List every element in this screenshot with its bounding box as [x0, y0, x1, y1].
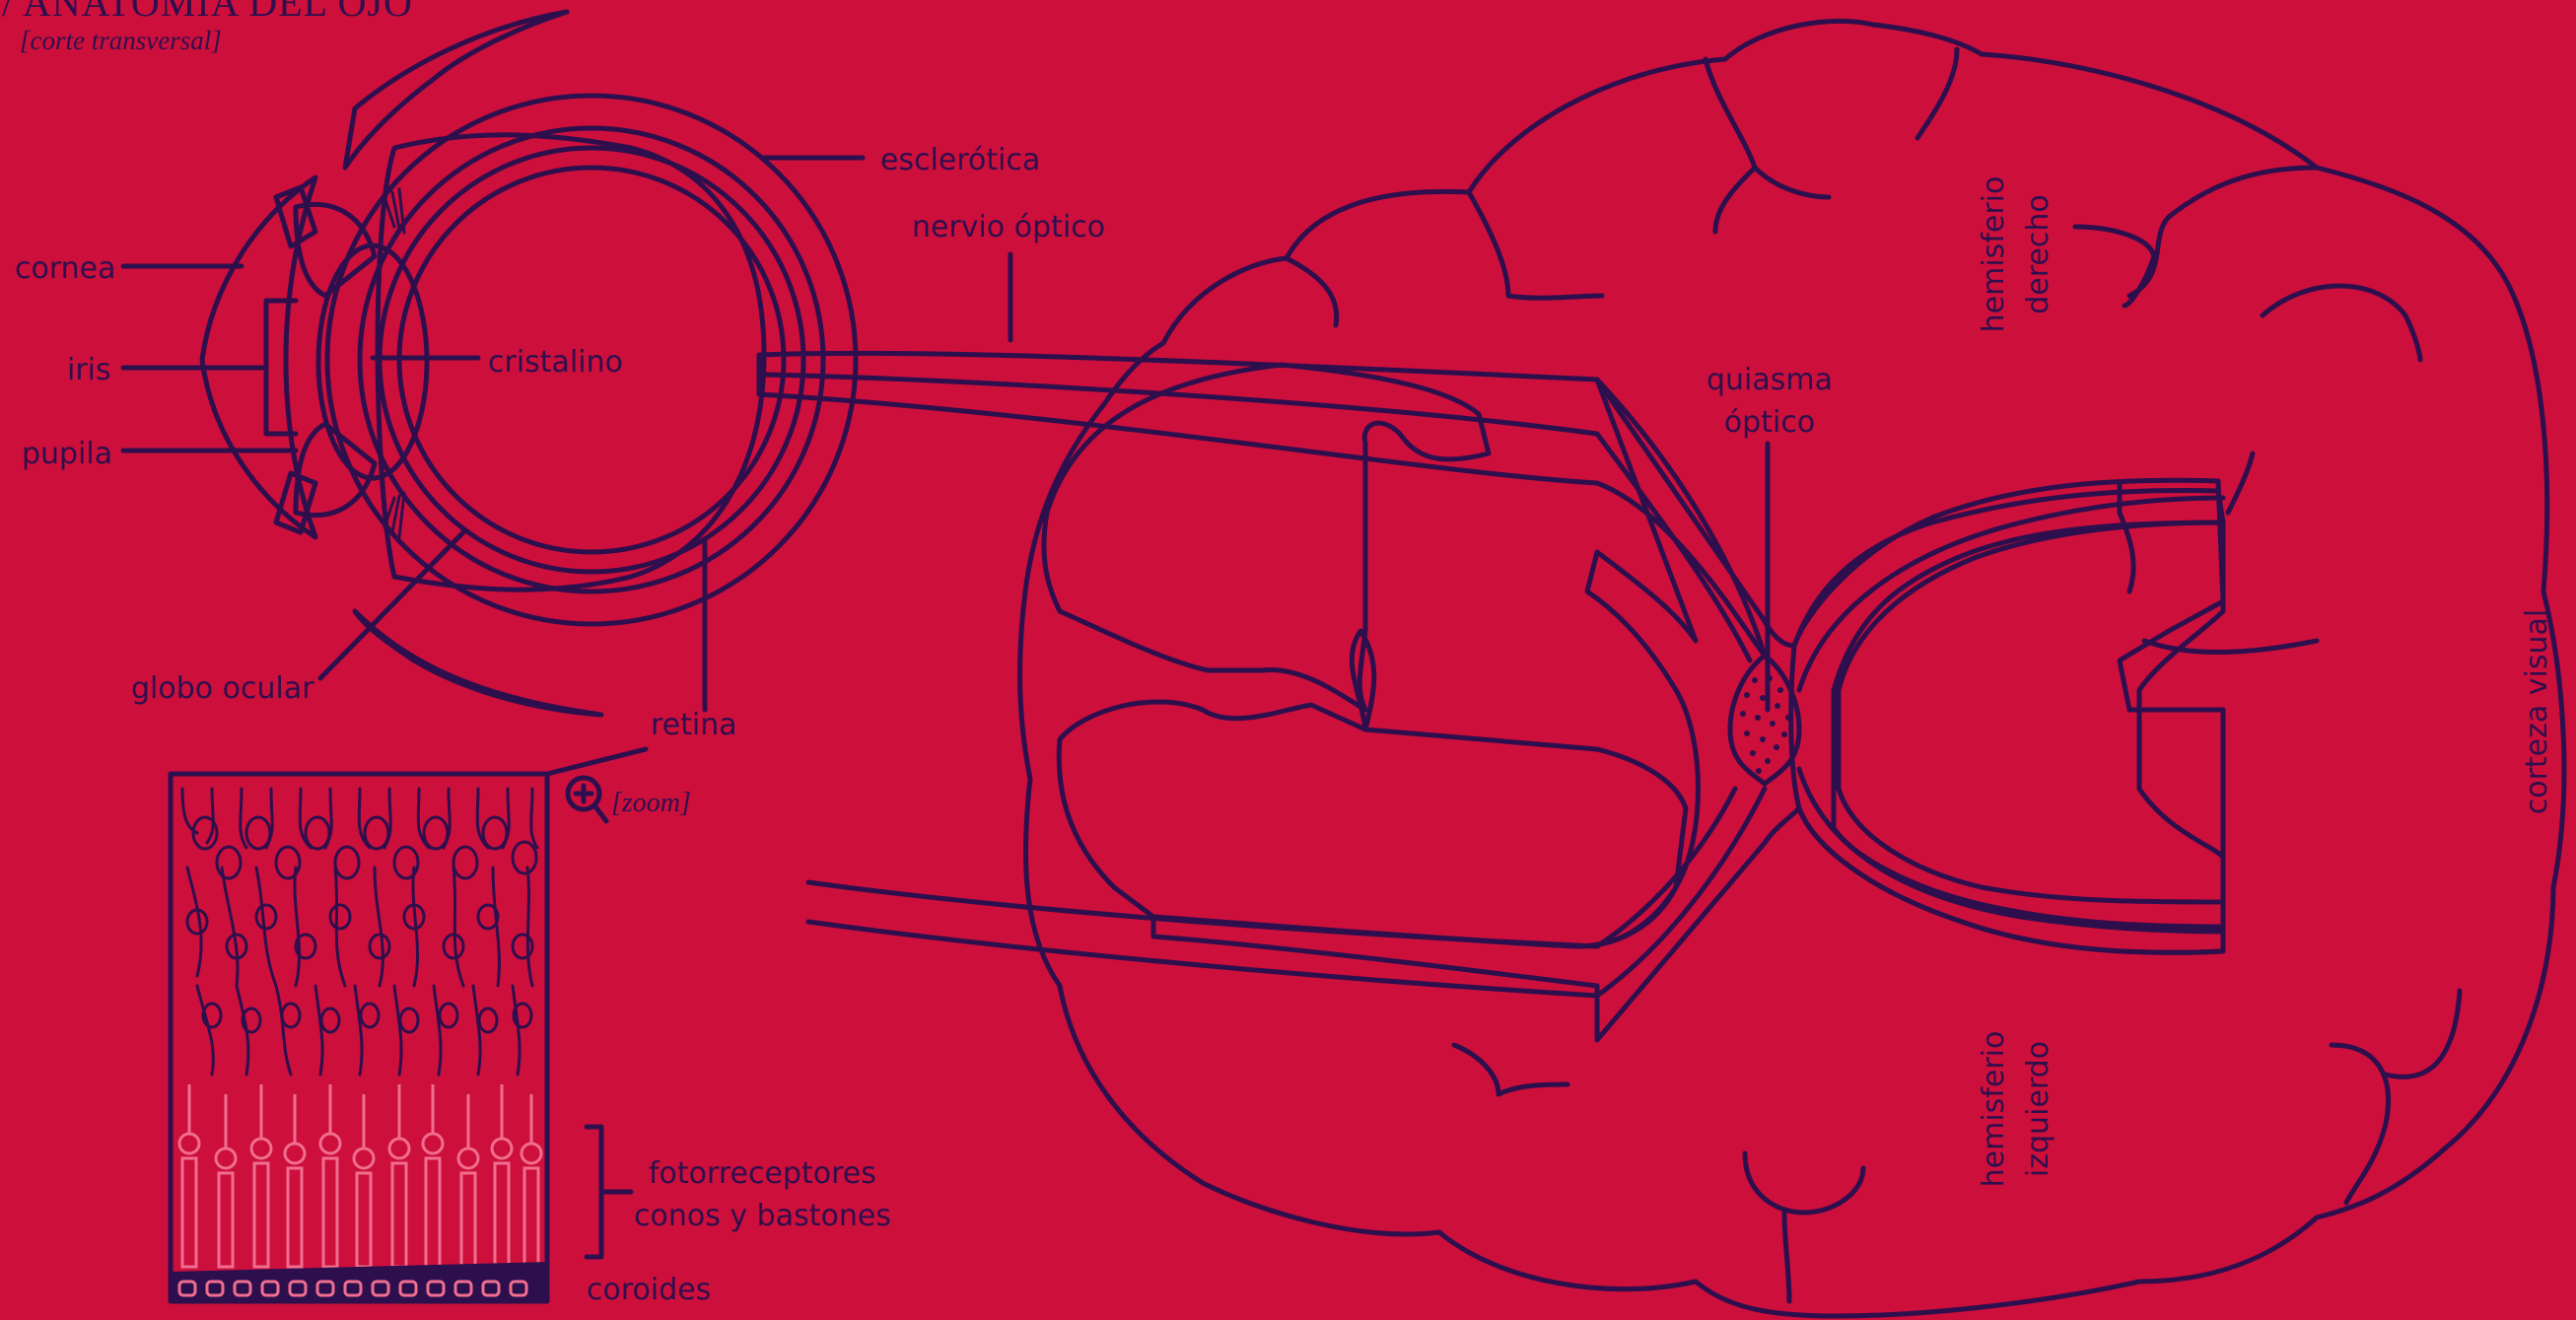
- sulcus-13: [2332, 1045, 2389, 1203]
- label-pupila: pupila: [22, 437, 112, 471]
- upper-eyelid: [345, 12, 567, 168]
- sulcus-5: [2129, 168, 2317, 296]
- label-esclerotica: esclerótica: [880, 143, 1040, 177]
- sulcus-4: [1469, 192, 1602, 298]
- lower-visual-pathway: [808, 789, 1735, 946]
- label-cristalino: cristalino: [488, 345, 623, 380]
- optic-nerve-inner-line: [764, 375, 1750, 660]
- sulcus-8: [1287, 258, 1337, 325]
- sulcus-15: [2120, 483, 2133, 591]
- sulcus-9: [1454, 1045, 1498, 1094]
- optic-radiation-band: [1153, 380, 2223, 1040]
- sulcus-11: [1745, 1153, 1863, 1213]
- label-corteza-visual: corteza visual: [2520, 609, 2554, 815]
- sulcus-6: [2075, 227, 2154, 306]
- chiasm-to-cortex-lower: [1799, 769, 2223, 932]
- lower-visual-pathway-2: [808, 789, 1765, 996]
- label-retina: retina: [651, 708, 737, 742]
- right-inner-lobe: [1791, 490, 2223, 952]
- sulcus-14: [2386, 991, 2460, 1077]
- sulcus-7: [2263, 286, 2420, 360]
- lower-eyelid: [355, 611, 601, 715]
- photoreceptor-bracket: [587, 1127, 631, 1257]
- retina-zoom-panel: [171, 774, 631, 1301]
- label-iris: iris: [67, 353, 111, 387]
- left-central-lobe: [1059, 631, 1686, 946]
- page-title: / ANATOMÍA DEL OJO: [2, 0, 413, 25]
- label-globo-ocular: globo ocular: [131, 671, 314, 706]
- label-hemisferio-derecho-1: hemisferio: [1977, 176, 2011, 333]
- label-quiasma-1: quiasma: [1706, 363, 1833, 397]
- sulcus-2: [1715, 168, 1755, 232]
- sulcus-3: [1917, 49, 1957, 138]
- sulcus-1: [1706, 59, 1829, 197]
- retina-zoom-leader: [547, 749, 646, 774]
- page-subtitle: [corte transversal]: [20, 26, 222, 55]
- eye: [123, 12, 1768, 774]
- sulcus-10: [1498, 1084, 1567, 1094]
- label-hemisferio-izquierdo-1: hemisferio: [1977, 1031, 2011, 1188]
- zoom-in-icon[interactable]: [568, 778, 606, 821]
- photoreceptors: [179, 1084, 541, 1267]
- sulcus-16: [2228, 453, 2253, 513]
- label-fotorreceptores-2: conos y bastones: [634, 1199, 891, 1233]
- label-hemisferio-izquierdo-2: izquierdo: [2021, 1041, 2055, 1177]
- sulcus-12: [1784, 1213, 1789, 1301]
- label-cornea: cornea: [15, 251, 116, 286]
- label-coroides: coroides: [587, 1273, 711, 1307]
- iris-bracket: [266, 301, 296, 434]
- label-zoom: [zoom]: [611, 788, 691, 818]
- label-fotorreceptores-1: fotorreceptores: [649, 1156, 876, 1191]
- label-nervio-optico: nervio óptico: [912, 210, 1105, 244]
- sulcus-17: [2144, 641, 2317, 653]
- label-hemisferio-derecho-2: derecho: [2021, 194, 2055, 314]
- retina-zoom-frame: [171, 774, 547, 1301]
- chiasm-to-cortex-upper: [1799, 498, 2223, 690]
- label-quiasma-2: óptico: [1724, 405, 1815, 440]
